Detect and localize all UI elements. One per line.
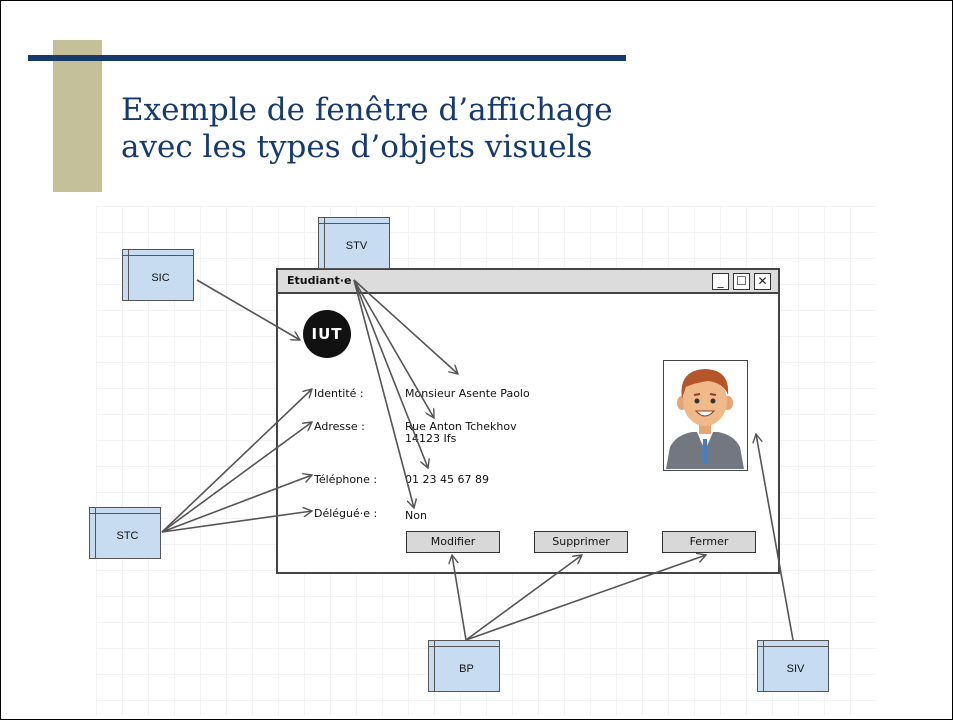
delegate-label: Délégué·e : bbox=[314, 507, 378, 520]
address-value-line-2: 14123 Ifs bbox=[405, 432, 457, 445]
minimize-icon[interactable]: _ bbox=[712, 273, 729, 290]
address-label: Adresse : bbox=[314, 420, 365, 433]
bp-box-label: BP bbox=[459, 662, 474, 675]
delete-button[interactable]: Supprimer bbox=[534, 531, 628, 553]
stv-box-label: STV bbox=[345, 239, 368, 252]
title-accent-block bbox=[53, 40, 102, 192]
slide-title: Exemple de fenêtre d’affichage avec les … bbox=[121, 92, 661, 166]
identity-value: Monsieur Asente Paolo bbox=[405, 387, 530, 400]
modify-button[interactable]: Modifier bbox=[406, 531, 500, 553]
bp-box: BP bbox=[428, 640, 500, 692]
stv-box: STV bbox=[318, 217, 390, 269]
identity-label: Identité : bbox=[314, 387, 364, 400]
window-title: Etudiant·e bbox=[287, 274, 352, 287]
maximize-icon[interactable]: ☐ bbox=[733, 273, 750, 290]
stc-box: STC bbox=[89, 507, 161, 559]
student-photo bbox=[663, 360, 748, 471]
stc-box-label: STC bbox=[116, 529, 139, 542]
sic-box: SIC bbox=[122, 249, 194, 301]
siv-box: SIV bbox=[757, 640, 829, 692]
close-icon[interactable]: ✕ bbox=[754, 273, 771, 290]
title-accent-line bbox=[28, 55, 626, 61]
window-titlebar: Etudiant·e _ ☐ ✕ bbox=[278, 270, 778, 294]
student-window: Etudiant·e _ ☐ ✕ IUT Identité : Monsieur… bbox=[276, 268, 780, 574]
phone-value: 01 23 45 67 89 bbox=[405, 473, 489, 486]
slide-title-line-1: Exemple de fenêtre d’affichage bbox=[121, 92, 613, 128]
slide-title-line-2: avec les types d’objets visuels bbox=[121, 129, 593, 165]
address-value-line-1: Rue Anton Tchekhov bbox=[405, 420, 517, 433]
siv-box-label: SIV bbox=[786, 662, 805, 675]
avatar-icon bbox=[666, 369, 744, 469]
iut-logo: IUT bbox=[303, 310, 351, 358]
close-button[interactable]: Fermer bbox=[662, 531, 756, 553]
delegate-value: Non bbox=[405, 509, 427, 522]
sic-box-label: SIC bbox=[151, 271, 170, 284]
phone-label: Téléphone : bbox=[314, 473, 378, 486]
